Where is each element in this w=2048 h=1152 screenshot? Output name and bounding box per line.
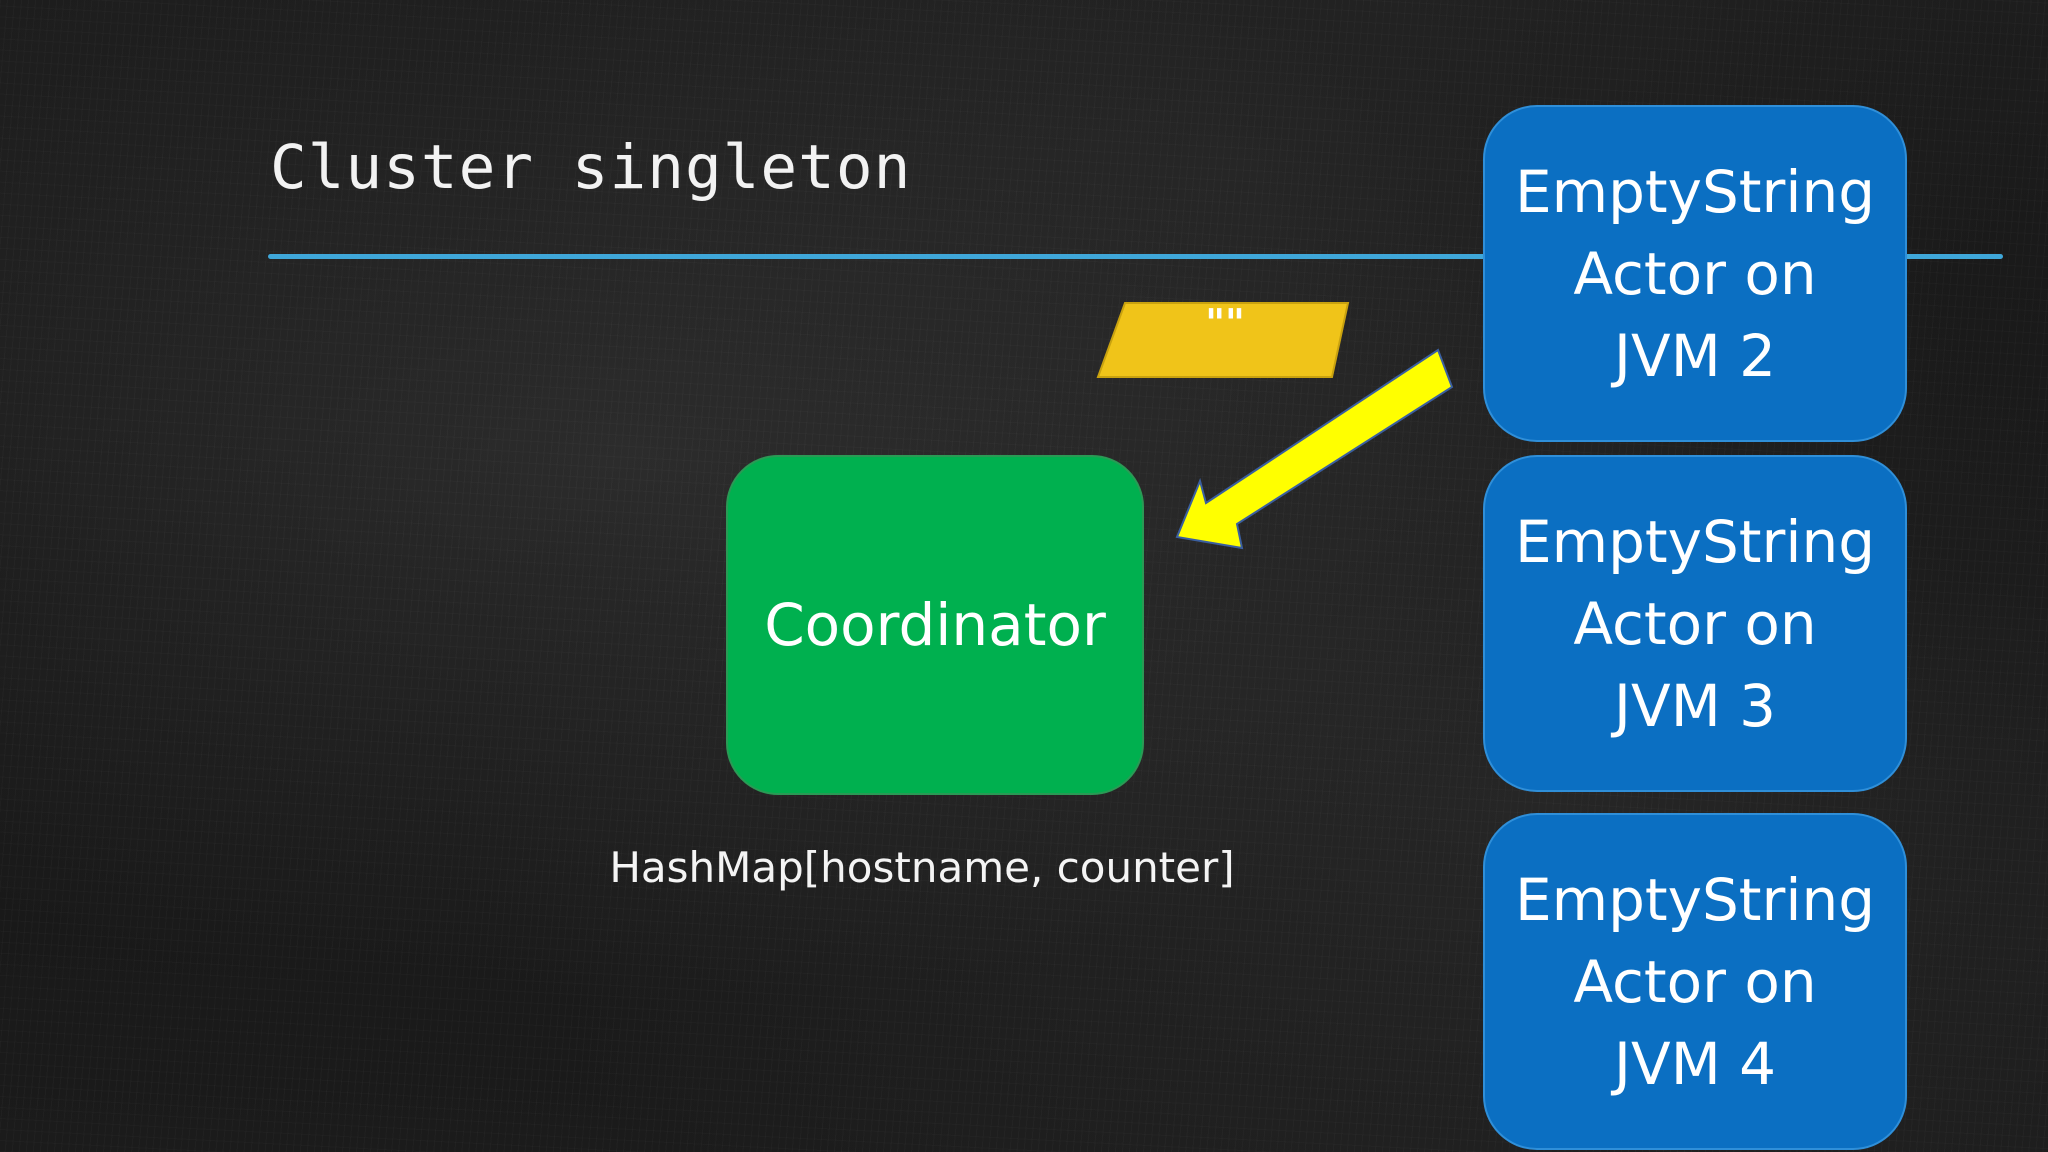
jvm-actor-line1: EmptyString — [1514, 157, 1876, 226]
jvm-actor-line2: Actor on — [1573, 947, 1817, 1016]
jvm-actor-box-2: EmptyString Actor on JVM 2 — [1483, 105, 1907, 442]
coordinator-box: Coordinator — [726, 455, 1144, 795]
coordinator-label: Coordinator — [764, 591, 1106, 659]
message-arrow — [1175, 348, 1454, 550]
coordinator-state-label: HashMap[hostname, counter] — [609, 843, 1235, 892]
jvm-actor-line2: Actor on — [1573, 239, 1817, 308]
jvm-actor-line3: JVM 2 — [1613, 321, 1777, 390]
jvm-actor-line2: Actor on — [1573, 589, 1817, 658]
message-text: "" — [1205, 301, 1245, 345]
jvm-actor-line3: JVM 3 — [1613, 671, 1777, 740]
slide-title: Cluster singleton — [270, 132, 912, 203]
message-parallelogram — [1096, 302, 1350, 378]
jvm-actor-box-4: EmptyString Actor on JVM 4 — [1483, 813, 1907, 1150]
jvm-actor-line1: EmptyString — [1514, 507, 1876, 576]
jvm-actor-box-3: EmptyString Actor on JVM 3 — [1483, 455, 1907, 792]
title-underline — [268, 254, 2003, 259]
jvm-actor-line1: EmptyString — [1514, 865, 1876, 934]
jvm-actor-line3: JVM 4 — [1613, 1029, 1777, 1098]
